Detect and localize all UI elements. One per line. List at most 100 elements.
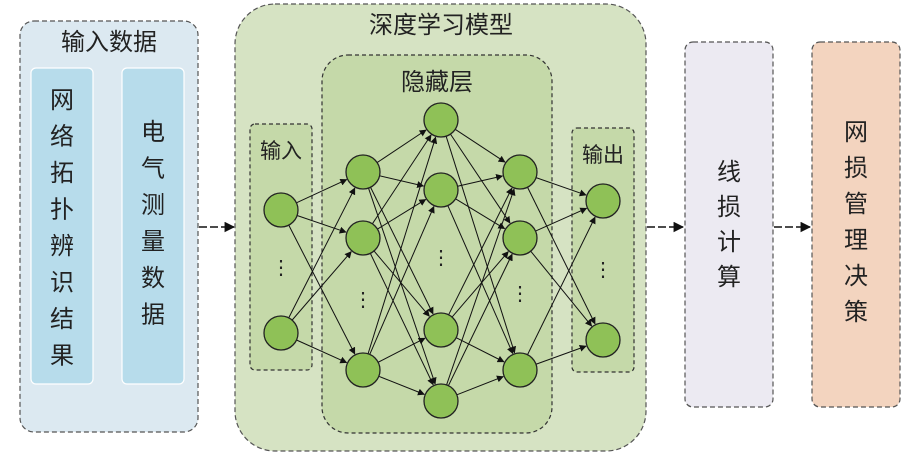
hidden1-node xyxy=(345,352,381,388)
line-loss-char: 损 xyxy=(717,193,741,221)
network-edge xyxy=(535,344,587,365)
decision-char: 策 xyxy=(844,298,868,326)
electric-measurement-char: 气 xyxy=(141,155,165,183)
topology-result-char: 果 xyxy=(50,342,74,370)
network-edge xyxy=(291,251,352,321)
topology-result-char: 网 xyxy=(50,86,74,114)
network-edge xyxy=(367,136,438,354)
network-edge xyxy=(457,173,504,187)
network-edge xyxy=(369,253,434,386)
topology-result-char: 结 xyxy=(50,305,74,333)
electric-measurement-char: 量 xyxy=(141,228,165,256)
network-edge xyxy=(450,133,511,224)
hidden2-node xyxy=(423,312,459,348)
hidden3-ellipsis: ⋮ xyxy=(510,281,530,305)
hidden2-ellipsis: ⋮ xyxy=(431,245,451,269)
hidden-layer-title: 隐藏层 xyxy=(401,68,473,96)
hidden2-node xyxy=(423,172,459,208)
network-edge xyxy=(296,339,348,364)
hidden2-node xyxy=(423,102,459,138)
hidden3-node xyxy=(502,154,538,190)
network-edge xyxy=(446,188,516,386)
topology-result-char: 辨 xyxy=(50,232,74,260)
network-edge xyxy=(447,253,513,386)
network-nodes xyxy=(263,102,621,419)
electric-measurement-char: 测 xyxy=(141,191,165,219)
topology-result-char: 络 xyxy=(50,123,74,151)
network-edge xyxy=(447,205,514,355)
network-edge xyxy=(296,179,348,204)
input-layer-label: 输入 xyxy=(260,139,302,163)
network-connections xyxy=(288,128,596,396)
decision-char: 网 xyxy=(844,118,868,146)
deep-learning-model-panel: 深度学习模型 隐藏层 输入 输出 ⋮ ⋮ ⋮ ⋮ ⋮ xyxy=(234,3,647,452)
network-edge xyxy=(377,337,426,363)
network-edge xyxy=(445,136,517,354)
topology-result-char: 扑 xyxy=(50,196,74,224)
decision-char: 损 xyxy=(844,154,868,182)
hidden1-node xyxy=(345,220,381,256)
input-node xyxy=(263,192,299,228)
hidden3-node xyxy=(502,352,538,388)
output-node xyxy=(585,322,621,358)
network-edge xyxy=(448,187,513,316)
line-loss-char: 算 xyxy=(717,263,741,291)
topology-result-column xyxy=(30,67,94,385)
network-edge xyxy=(368,187,437,385)
network-edge xyxy=(527,187,596,325)
network-edge xyxy=(535,207,588,232)
hidden3-node xyxy=(502,220,538,256)
network-edge xyxy=(379,175,425,188)
input-ellipsis: ⋮ xyxy=(271,255,291,279)
network-edge xyxy=(369,205,435,355)
electric-measurement-column xyxy=(121,67,185,385)
network-edge xyxy=(454,128,506,163)
network-edge xyxy=(455,198,506,230)
network-edge xyxy=(378,375,425,396)
electric-measurement-char: 据 xyxy=(141,301,165,329)
network-edge xyxy=(376,129,427,163)
network-edge xyxy=(288,187,356,319)
output-layer-label: 输出 xyxy=(582,143,624,167)
decision-char: 管 xyxy=(844,190,868,218)
output-ellipsis: ⋮ xyxy=(593,257,613,281)
network-edge xyxy=(530,250,593,327)
line-loss-char: 线 xyxy=(717,158,741,186)
decision-char: 决 xyxy=(844,262,868,290)
hidden2-node xyxy=(423,383,459,419)
network-edge xyxy=(535,177,587,197)
hidden1-node xyxy=(345,154,381,190)
network-edge xyxy=(377,199,427,230)
input-data-title: 输入数据 xyxy=(61,28,157,56)
line-loss-char: 计 xyxy=(717,228,741,256)
network-edge xyxy=(370,187,434,315)
output-layer-box xyxy=(571,127,635,373)
network-edge xyxy=(455,337,505,363)
network-edge xyxy=(527,216,596,355)
network-edge xyxy=(296,215,347,234)
electric-measurement-char: 电 xyxy=(141,118,165,146)
network-edge xyxy=(451,251,509,318)
network-edge xyxy=(288,224,356,355)
network-edge xyxy=(373,250,430,317)
hidden-layer-panel xyxy=(321,54,553,434)
electric-measurement-char: 数 xyxy=(141,264,165,292)
output-node xyxy=(585,183,621,219)
topology-result-char: 拓 xyxy=(50,159,74,187)
hidden1-ellipsis: ⋮ xyxy=(353,287,373,311)
network-edge xyxy=(371,134,432,225)
input-layer-box xyxy=(249,123,313,371)
model-title: 深度学习模型 xyxy=(369,11,513,39)
topology-result-char: 识 xyxy=(50,269,74,297)
decision-char: 理 xyxy=(844,226,868,254)
network-edge xyxy=(456,375,504,396)
input-node xyxy=(263,315,299,351)
